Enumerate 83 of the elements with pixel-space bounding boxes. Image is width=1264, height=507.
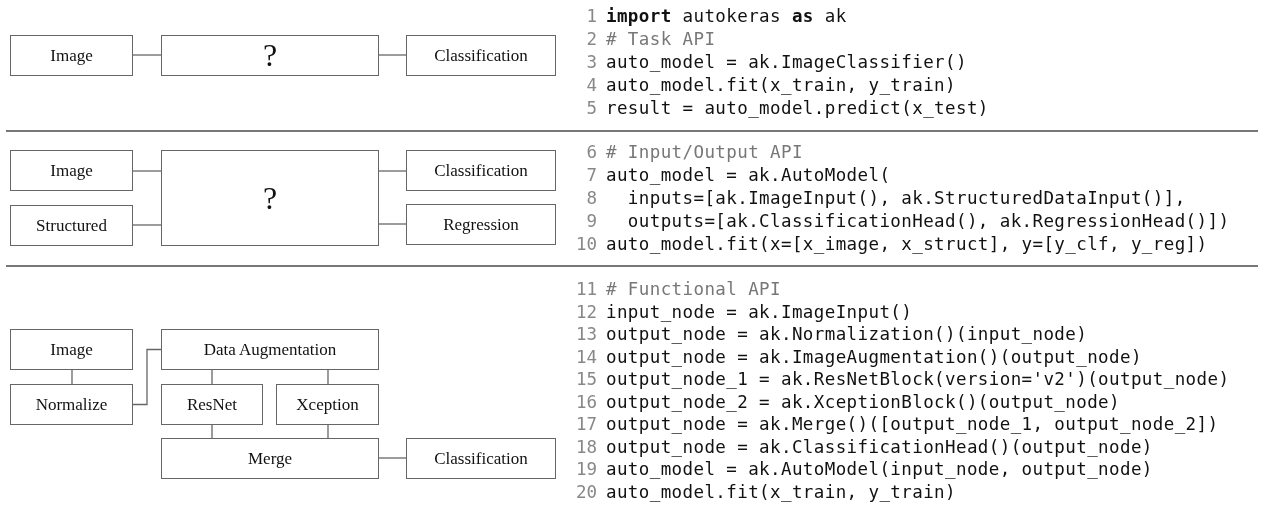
box-label: Normalize — [35, 394, 108, 415]
line-number: 7 — [585, 164, 597, 186]
line-number: 11 — [574, 278, 597, 300]
line-number: 10 — [574, 233, 597, 255]
code-line: auto_model = ak.AutoModel(input_node, output_node) — [606, 458, 1153, 480]
box-label: Image — [50, 339, 93, 360]
code-line: auto_model = ak.AutoModel( — [606, 164, 891, 186]
line-number: 17 — [574, 413, 597, 435]
connector-line — [71, 369, 73, 385]
line-number: 14 — [574, 345, 597, 368]
line-number: 5 — [585, 97, 597, 119]
code-line: output_node_1 = ak.ResNetBlock(version='v2')(output_node) — [606, 368, 1230, 390]
connector-line — [211, 424, 213, 439]
code-line: output_node = ak.ImageAugmentation()(output_node) — [606, 345, 1142, 368]
connector-line — [327, 369, 329, 385]
process-box — [161, 438, 379, 479]
line-number: 6 — [585, 141, 597, 163]
line-number: 15 — [574, 368, 597, 390]
box-label: ? — [262, 179, 278, 217]
box-label: Xception — [296, 394, 359, 415]
process-box — [10, 150, 133, 191]
line-number: 19 — [574, 458, 597, 480]
box-label: Classification — [434, 448, 528, 469]
box-label: ? — [262, 37, 278, 74]
process-box — [161, 384, 263, 425]
box-label: Structured — [36, 215, 107, 236]
code-line: auto_model.fit(x_train, y_train) — [606, 74, 956, 96]
process-box — [10, 205, 133, 246]
line-number: 2 — [585, 28, 597, 50]
box-label: ResNet — [186, 394, 237, 415]
code-line: # Input/Output API — [606, 141, 803, 163]
line-number: 18 — [574, 435, 597, 458]
code-line: output_node = ak.Normalization()(input_node) — [606, 323, 1088, 345]
line-number: 8 — [585, 187, 597, 209]
code-line: output_node = ak.ClassificationHead()(output_node) — [606, 435, 1153, 458]
process-box — [10, 384, 133, 425]
process-box — [10, 35, 133, 76]
box-label: Data Augmentation — [203, 339, 337, 360]
line-number: 16 — [574, 390, 597, 413]
process-box — [406, 438, 556, 479]
code-line: output_node_2 = ak.XceptionBlock()(output_node) — [606, 390, 1120, 413]
code-line: auto_model.fit(x=[x_image, x_struct], y=[y_clf, y_reg]) — [606, 233, 1208, 255]
code-line: import autokeras as ak — [606, 5, 847, 27]
box-label: Classification — [434, 160, 528, 181]
connector-line — [378, 223, 407, 225]
line-number: 9 — [585, 210, 597, 232]
process-box — [406, 150, 556, 191]
process-box — [161, 329, 379, 370]
connector-line — [378, 54, 407, 56]
process-box — [406, 204, 556, 245]
code-line: # Functional API — [606, 278, 781, 300]
connector-line — [132, 224, 162, 226]
line-number: 12 — [574, 300, 597, 323]
connector-line — [378, 457, 407, 459]
line-number: 4 — [585, 74, 597, 96]
code-line: auto_model.fit(x_train, y_train) — [606, 480, 956, 503]
line-number: 13 — [574, 323, 597, 345]
connector-line — [132, 348, 162, 406]
process-box — [10, 329, 133, 370]
code-line: output_node = ak.Merge()([output_node_1, output_node_2]) — [606, 413, 1219, 435]
line-number: 1 — [585, 5, 597, 27]
process-box — [276, 384, 379, 425]
code-line: outputs=[ak.ClassificationHead(), ak.RegressionHead()]) — [626, 210, 1230, 232]
connector-line — [211, 369, 213, 385]
box-label: Image — [50, 45, 93, 66]
box-label: Classification — [434, 45, 528, 66]
process-box — [406, 35, 556, 76]
process-box — [161, 35, 379, 76]
process-box — [161, 150, 379, 246]
code-line: input_node = ak.ImageInput() — [606, 300, 913, 323]
code-line: auto_model = ak.ImageClassifier() — [606, 51, 967, 73]
box-label: Image — [50, 160, 93, 181]
box-label: Merge — [247, 448, 293, 469]
code-line: inputs=[ak.ImageInput(), ak.StructuredDataInput()], — [626, 187, 1186, 209]
box-label: Regression — [443, 214, 519, 235]
connector-line — [132, 170, 162, 172]
connector-line — [327, 424, 329, 439]
code-line: result = auto_model.predict(x_test) — [606, 97, 989, 119]
line-number: 20 — [574, 480, 597, 503]
code-line: # Task API — [606, 28, 716, 50]
connector-line — [132, 54, 162, 56]
connector-line — [378, 170, 407, 172]
line-number: 3 — [585, 51, 597, 73]
